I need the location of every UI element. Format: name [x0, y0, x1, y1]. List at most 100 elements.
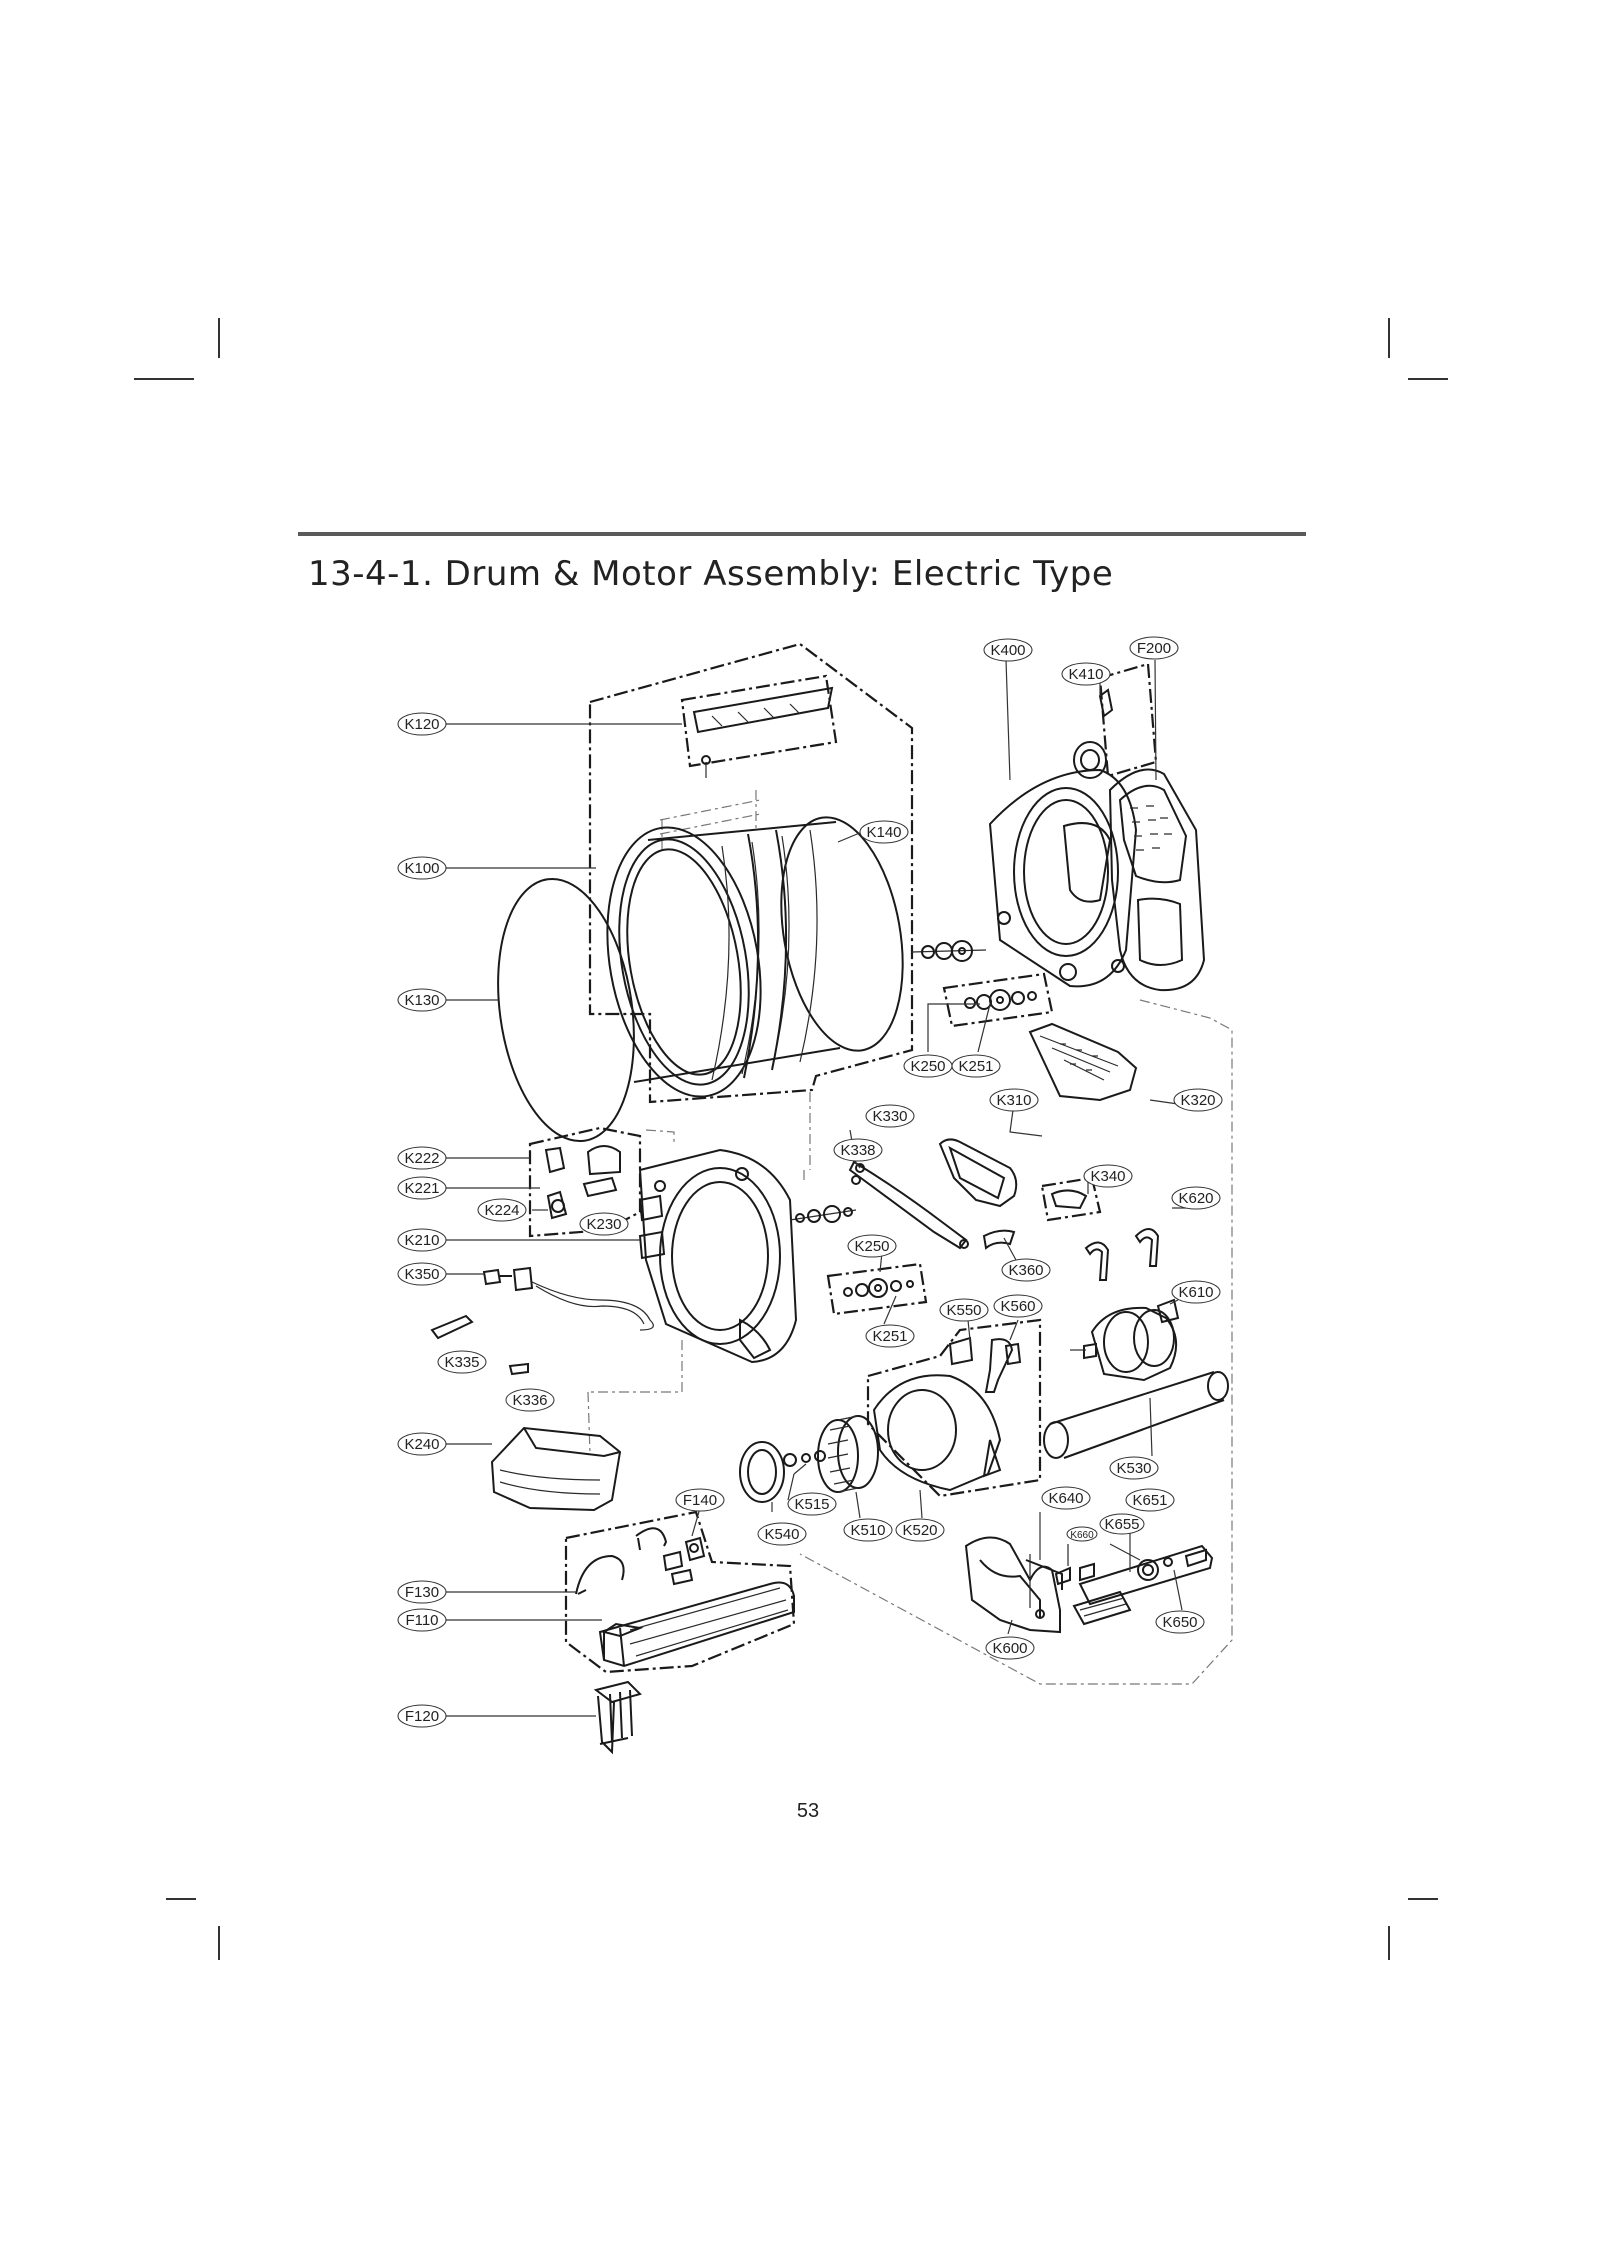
svg-text:K250: K250	[910, 1058, 945, 1075]
header-rule	[298, 532, 1306, 536]
callout-K520: K520	[895, 1518, 945, 1542]
rear-shaft-bearings	[911, 940, 987, 962]
svg-text:K222: K222	[404, 1150, 439, 1167]
page-title: 13-4-1. Drum & Motor Assembly: Electric …	[308, 554, 1114, 594]
callout-K530: K530	[1109, 1456, 1159, 1480]
svg-text:K515: K515	[794, 1496, 829, 1513]
base-group	[964, 1536, 1214, 1634]
mid-bearing-stack	[843, 1278, 914, 1298]
svg-text:K310: K310	[996, 1092, 1031, 1109]
svg-text:K540: K540	[764, 1526, 799, 1543]
svg-text:K620: K620	[1178, 1190, 1213, 1207]
svg-text:K530: K530	[1116, 1460, 1151, 1477]
svg-text:K360: K360	[1008, 1262, 1043, 1279]
duct-cover-part	[1108, 768, 1206, 992]
svg-text:K251: K251	[872, 1328, 907, 1345]
svg-text:K336: K336	[512, 1392, 547, 1409]
lower-bearing-outline	[942, 972, 1054, 1028]
svg-text:K221: K221	[404, 1180, 439, 1197]
svg-text:K410: K410	[1068, 666, 1103, 683]
svg-text:F120: F120	[405, 1708, 439, 1725]
blower-group	[739, 1318, 1042, 1503]
drum-group-outline	[588, 642, 914, 1104]
callout-K222: K222	[397, 1146, 447, 1170]
callout-K550: K550	[939, 1298, 989, 1322]
crop-mark-bottom-right-vertical	[1388, 1926, 1390, 1960]
crop-mark-bottom-left-vertical	[218, 1926, 220, 1960]
svg-text:K320: K320	[1180, 1092, 1215, 1109]
callout-K210: K210	[397, 1228, 447, 1252]
rear-bracket-part	[988, 768, 1138, 988]
callout-K360: K360	[1001, 1258, 1051, 1282]
drum-part	[606, 816, 904, 1098]
callout-K620: K620	[1171, 1186, 1221, 1210]
leader-bracket-line	[1029, 1544, 1069, 1608]
page-number: 53	[796, 1800, 820, 1822]
callout-labels: K120 K100 K130 K140 K400 K410 F200 K250 …	[397, 636, 1223, 1728]
svg-text:K340: K340	[1090, 1168, 1125, 1185]
svg-text:K338: K338	[840, 1142, 875, 1159]
heater-group	[564, 1510, 796, 1755]
callout-K610: K610	[1171, 1280, 1221, 1304]
mid-bearing-outline	[826, 1262, 928, 1316]
callout-K320: K320	[1173, 1088, 1223, 1112]
svg-text:K140: K140	[866, 824, 901, 841]
motor-clamp-parts	[1084, 1228, 1160, 1281]
exhaust-duct-part	[1043, 1371, 1229, 1459]
front-duct-part	[490, 1426, 622, 1512]
lower-bearing-stack	[964, 989, 1037, 1011]
drum-group	[497, 642, 987, 1143]
callout-F130: F130	[397, 1580, 447, 1604]
clip-part	[430, 1314, 474, 1340]
callout-K350: K350	[397, 1262, 447, 1286]
callout-K340: K340	[1083, 1164, 1133, 1188]
crop-mark-top-right-horizontal	[1408, 378, 1448, 380]
callout-K600: K600	[985, 1636, 1035, 1660]
callout-K336: K336	[505, 1388, 555, 1412]
switch-parts	[544, 1145, 621, 1220]
callout-K221: K221	[397, 1176, 447, 1200]
callout-F200: F200	[1129, 636, 1179, 660]
blower-group-outline	[866, 1318, 1042, 1498]
svg-text:K100: K100	[404, 860, 439, 877]
crop-mark-top-right-vertical	[1388, 318, 1390, 358]
heater-element-part	[593, 1680, 642, 1755]
washer-stack	[783, 1450, 826, 1467]
idler-assembly-parts	[1054, 1544, 1214, 1626]
seal-ring-part	[739, 1441, 785, 1503]
callout-K224: K224	[477, 1198, 527, 1222]
crop-mark-top-left-vertical	[218, 318, 220, 358]
callout-K400: K400	[983, 638, 1033, 662]
callout-K640: K640	[1041, 1486, 1091, 1510]
callout-K120: K120	[397, 712, 447, 736]
callout-K240: K240	[397, 1432, 447, 1456]
svg-text:K335: K335	[444, 1354, 479, 1371]
svg-text:K660: K660	[1070, 1530, 1094, 1541]
crop-mark-bottom-right-horizontal	[1408, 1898, 1438, 1900]
blower-housing-part	[872, 1374, 1002, 1492]
base-bracket-part	[964, 1536, 1063, 1634]
drum-gasket-ring	[497, 877, 635, 1143]
callout-K540: K540	[757, 1522, 807, 1546]
heater-wires	[575, 1527, 668, 1595]
svg-text:K655: K655	[1104, 1516, 1139, 1533]
screw-part	[508, 1362, 529, 1376]
svg-text:K130: K130	[404, 992, 439, 1009]
callout-K410: K410	[1061, 662, 1111, 686]
svg-text:K230: K230	[586, 1216, 621, 1233]
svg-text:K650: K650	[1162, 1614, 1197, 1631]
svg-text:K550: K550	[946, 1302, 981, 1319]
svg-text:F110: F110	[405, 1612, 438, 1629]
crop-mark-bottom-left-horizontal	[166, 1898, 196, 1900]
svg-text:K610: K610	[1178, 1284, 1213, 1301]
svg-text:K600: K600	[992, 1640, 1027, 1657]
svg-text:F130: F130	[405, 1584, 439, 1601]
filter-guide-part	[938, 1138, 1018, 1208]
callout-F110: F110	[397, 1608, 447, 1632]
svg-text:K210: K210	[404, 1232, 439, 1249]
filter-duct-group	[848, 1022, 1138, 1250]
callout-K338: K338	[833, 1138, 883, 1162]
svg-text:K330: K330	[872, 1108, 907, 1125]
